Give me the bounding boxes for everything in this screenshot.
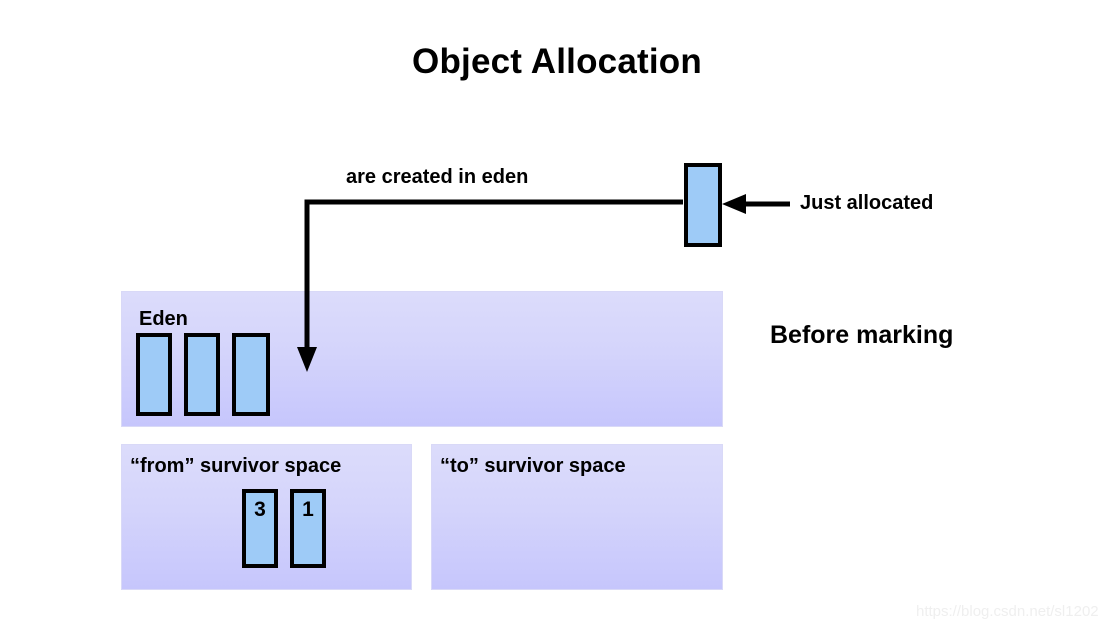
region-eden-title: Eden [139,308,188,330]
page-title: Object Allocation [412,42,702,81]
arrow-just-allocated [722,194,790,214]
phase-label-before-marking: Before marking [770,321,954,349]
watermark: https://blog.csdn.net/sl1202 [916,603,1099,620]
region-to-survivor-title: “to” survivor space [440,455,626,477]
newly-allocated-object-block [684,163,722,247]
eden-object-block [232,333,270,416]
from-survivor-object-block: 3 [242,489,278,568]
region-to-survivor: “to” survivor space [431,444,723,590]
region-from-survivor-title: “from” survivor space [130,455,342,477]
eden-object-block [184,333,220,416]
annotation-just-allocated: Just allocated [800,192,934,214]
eden-object-block [136,333,172,416]
from-survivor-object-block: 1 [290,489,326,568]
annotation-created-in-eden: are created in eden [346,166,529,188]
